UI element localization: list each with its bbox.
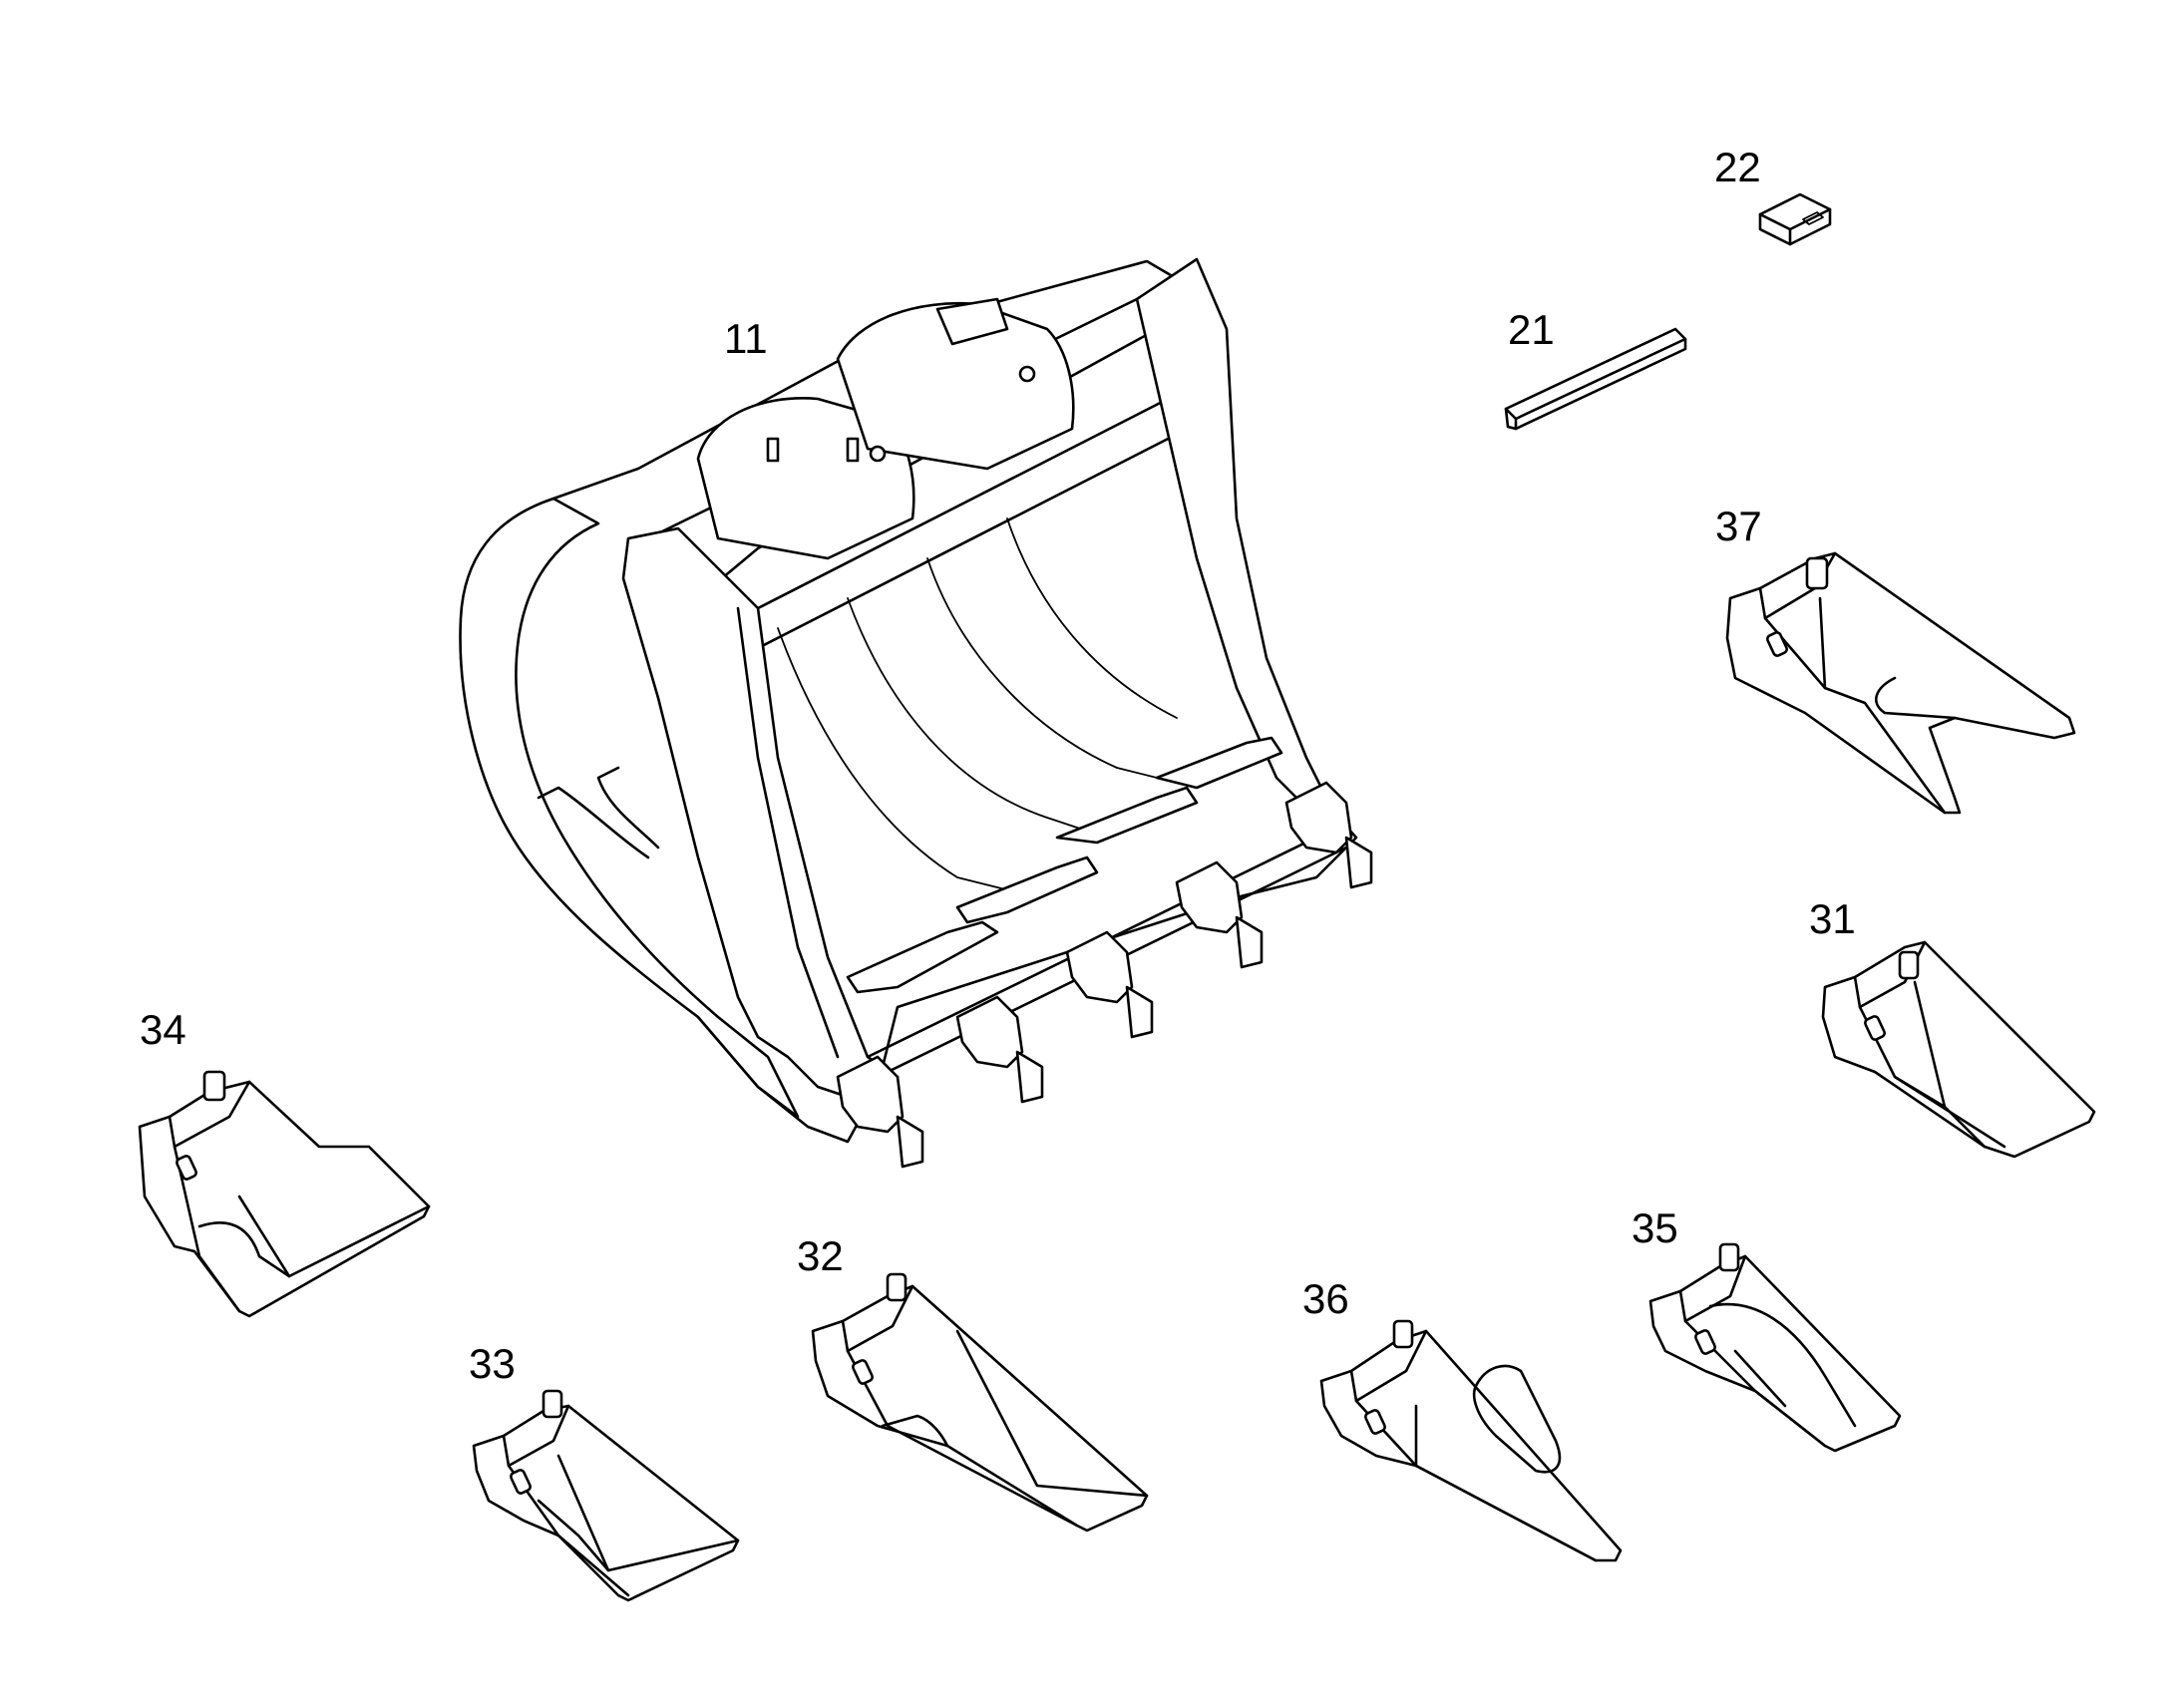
bucket-tooth-adapters — [836, 781, 1373, 1169]
callout-22: 22 — [1714, 144, 1761, 190]
tooth-35 — [1648, 1242, 1902, 1453]
callout-37: 37 — [1715, 503, 1762, 549]
tooth-36 — [1319, 1319, 1623, 1562]
callout-11: 11 — [724, 315, 768, 362]
callout-33: 33 — [469, 1340, 516, 1387]
callout-21: 21 — [1508, 306, 1555, 353]
tooth-37 — [1725, 551, 2076, 815]
part-22-lock — [1758, 192, 1832, 246]
callout-32: 32 — [797, 1232, 844, 1279]
callout-36: 36 — [1302, 1275, 1349, 1322]
callout-31: 31 — [1809, 895, 1856, 942]
bucket-assembly — [459, 257, 1373, 1169]
callout-35: 35 — [1632, 1204, 1678, 1251]
tooth-32 — [811, 1272, 1149, 1533]
callout-34: 34 — [140, 1006, 186, 1053]
tooth-33 — [472, 1389, 740, 1602]
tooth-34 — [138, 1070, 431, 1318]
tooth-31 — [1821, 940, 2096, 1159]
part-21-pin — [1504, 327, 1687, 431]
